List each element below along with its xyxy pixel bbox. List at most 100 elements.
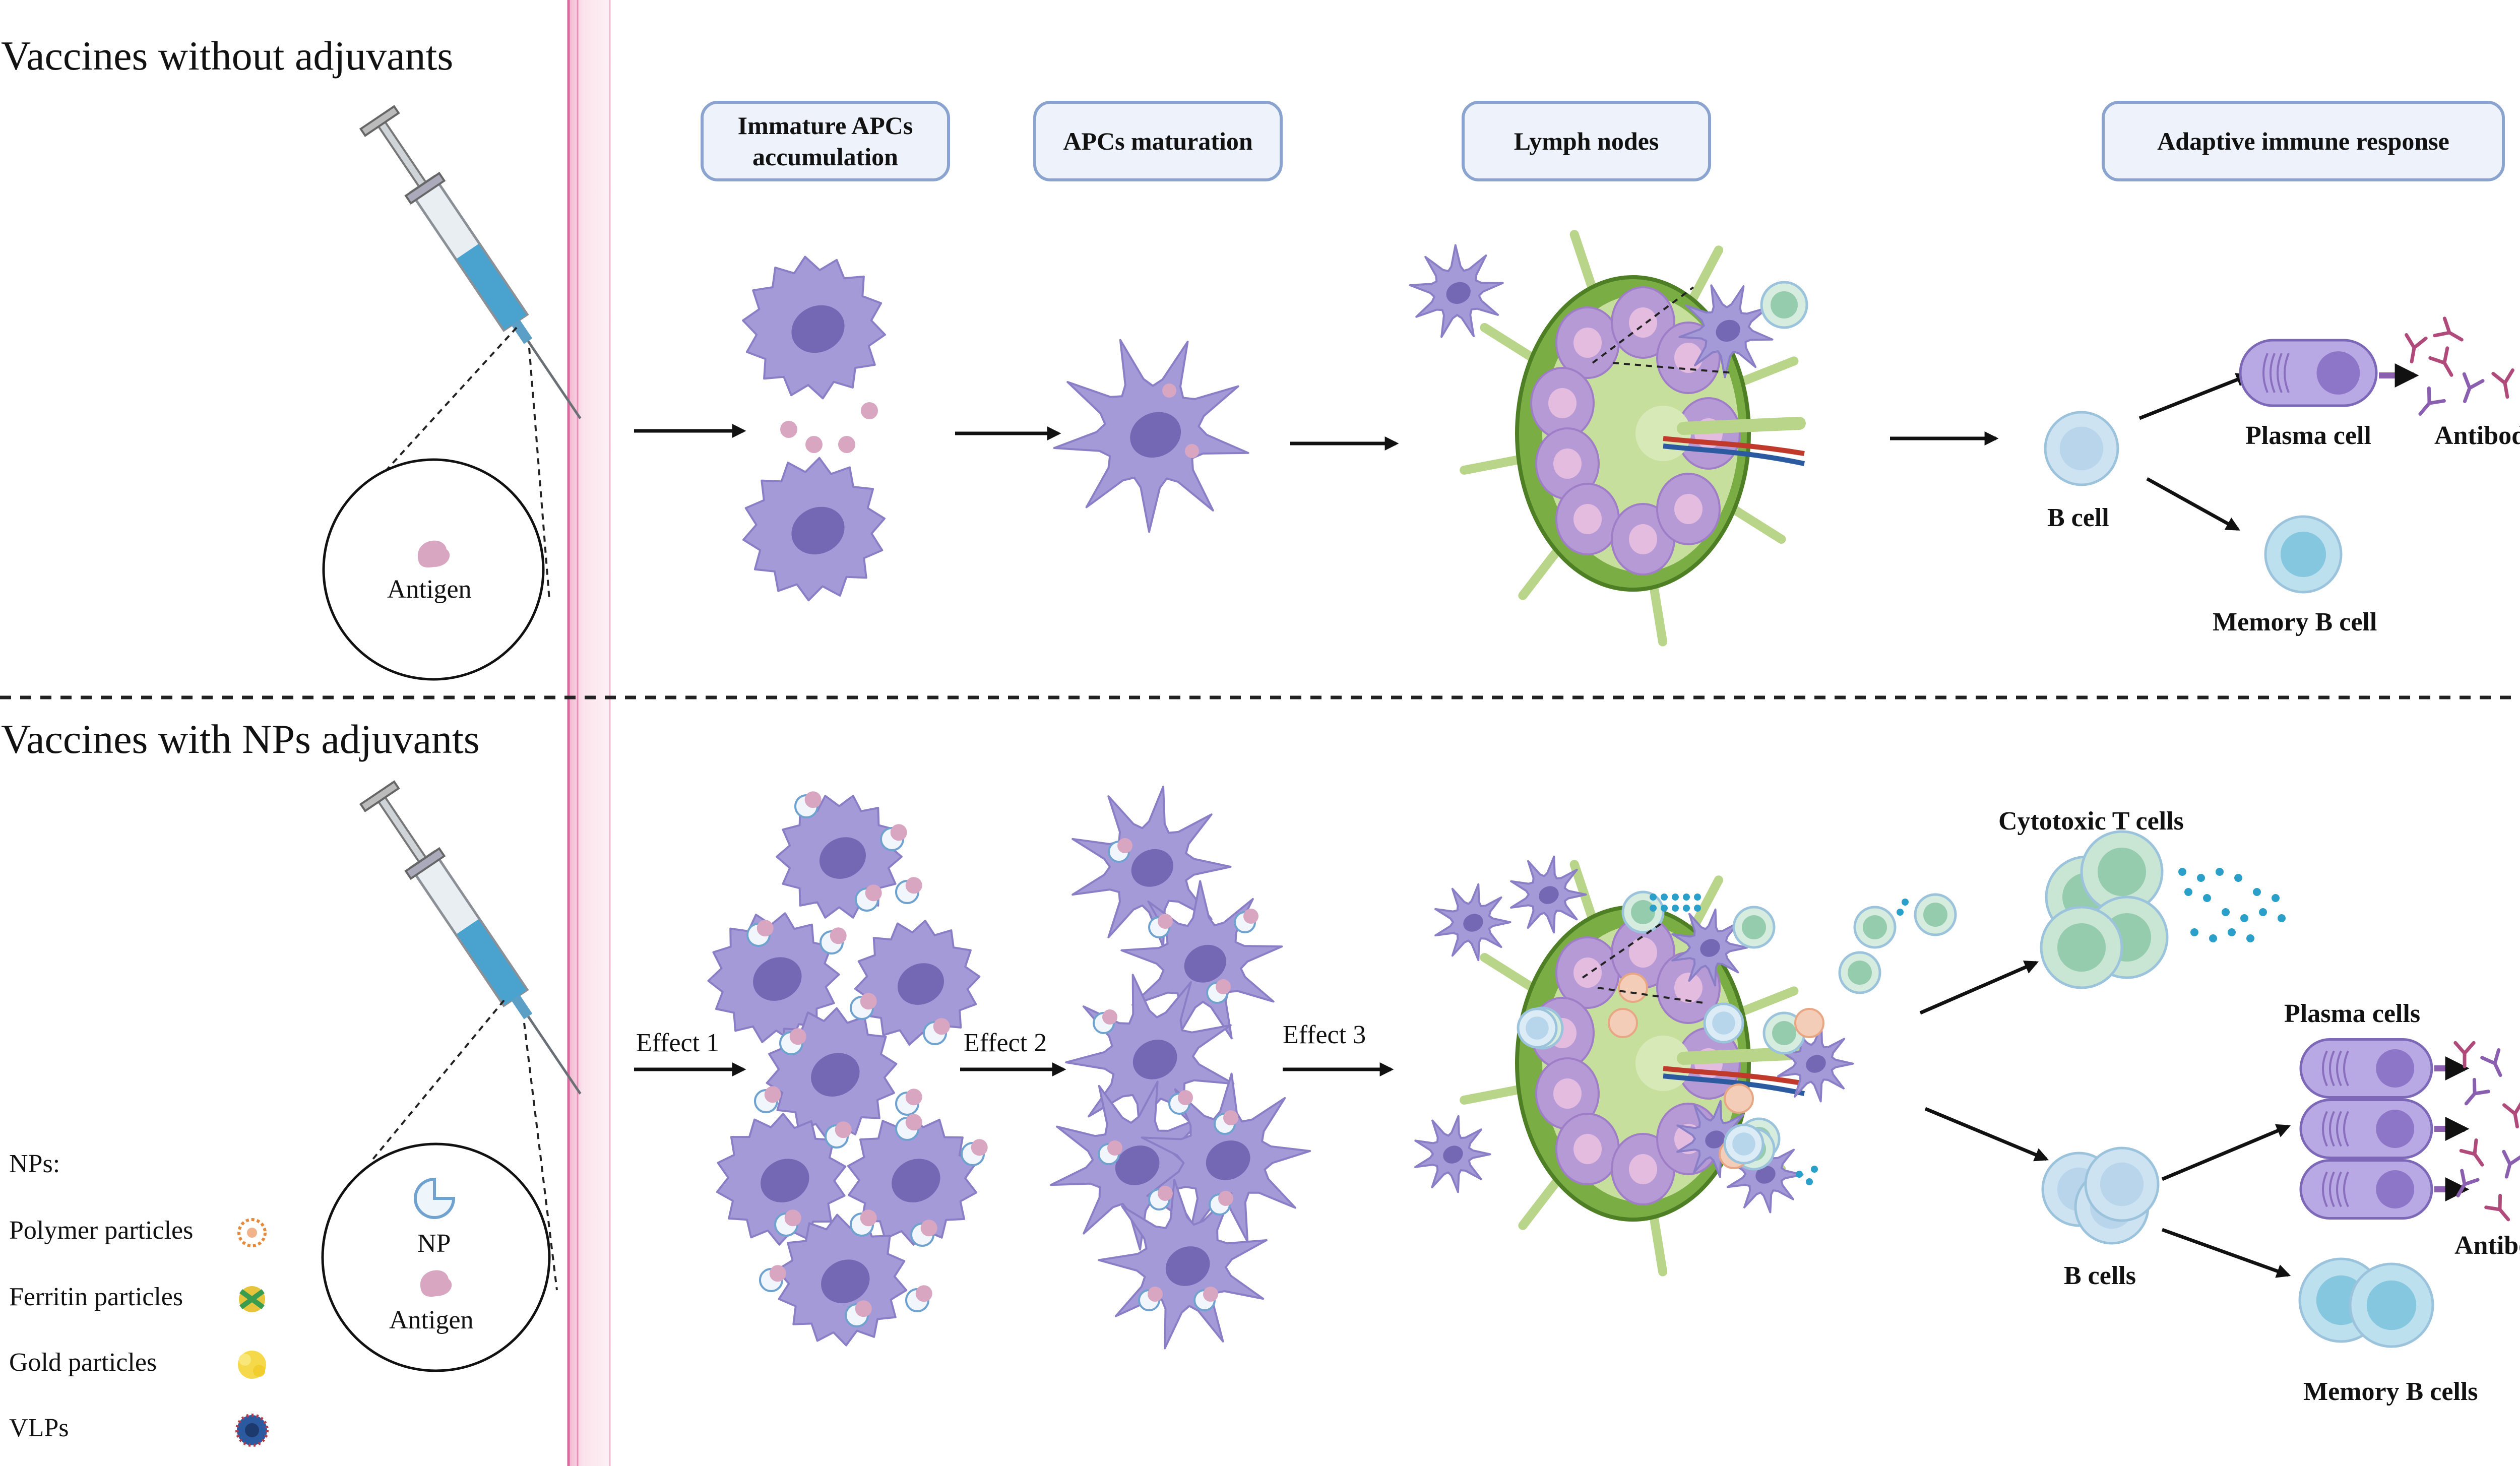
cytokine-dot [2190,928,2198,936]
cytokine-dot [1796,1171,1803,1178]
label-antibodies: Antibodies [2454,1231,2520,1260]
label-cytotoxic-t-cells: Cytotoxic T cells [1998,807,2184,836]
np-particle [759,1265,786,1292]
zoom-circle-bottom [321,1142,551,1372]
stage-box-line: accumulation [752,143,898,171]
stage-box-line: Lymph nodes [1514,127,1659,155]
antibody-icon [2418,386,2446,416]
np-legend-heading: NPs: [9,1150,60,1178]
helper-t-cell [1794,1008,1824,1038]
cytokine-dot [1811,1166,1818,1173]
cytokine-dot [2246,934,2254,942]
pink-divider-band [567,0,611,1466]
b-cell [1723,1123,1765,1165]
cytokine-dot [2278,914,2286,922]
stage-box-lymph-nodes: Lymph nodes [1462,101,1711,181]
np-particle [850,993,877,1020]
flow-arrow [2138,373,2251,420]
apc-cell [854,920,981,1046]
cytokine-dot [1650,894,1657,901]
apc-cell [1777,1024,1854,1103]
zoom-label-antigen: Antigen [389,1306,474,1334]
apc-cell [1678,284,1774,378]
cytokine-dot [2222,908,2230,916]
apc-cell [776,1214,908,1347]
t-cell [1853,906,1897,949]
memory-b-cell [2349,1262,2434,1348]
np-particle [754,1086,781,1113]
label-memory-b-cells: Memory B cells [2303,1377,2478,1406]
np-particle [1138,1287,1163,1311]
cytokine-dot [2253,888,2261,896]
antibody-icon [2453,1041,2476,1068]
apc-cell [1726,1135,1804,1214]
plasma-cell [2299,1099,2433,1159]
label-antibodies: Antibodies [2434,421,2520,450]
antibody-icon [2428,346,2453,377]
plasma-cell [2299,1038,2433,1099]
label-effect-1: Effect 1 [636,1029,720,1057]
section-title-bottom: Vaccines with NPs adjuvants [1,716,480,762]
antibody-icon [2484,1193,2510,1222]
np-particle [910,1220,937,1247]
t-cell [1621,890,1665,934]
antigen-dot [1162,384,1176,398]
antigen-icon [417,540,450,568]
stage-box-apcs-maturation: APCs maturation [1033,101,1283,181]
np-particle [961,1139,988,1166]
cytokine-dot [2178,868,2186,876]
memory-b-cell [2264,515,2343,594]
cytokine-dot [1661,905,1668,912]
b-cell [2044,411,2119,486]
cytokine-dot [2184,888,2192,896]
zoom-circle-top [322,458,545,681]
cytokine-dot [2259,908,2267,916]
zoom-label-np: NP [417,1229,451,1258]
cytokine-dot [1694,905,1701,912]
np-particle [895,1114,922,1141]
np-icon [414,1177,456,1219]
t-cell [1732,906,1776,949]
stage-box-line: APCs maturation [1063,127,1253,155]
plasma-cell [2299,1159,2433,1220]
vlp-icon [235,1414,269,1447]
antigen-dot [805,436,823,453]
np-legend-item: Gold particles [9,1348,157,1377]
cytokine-dot [1661,894,1668,901]
cytokine-dot [1650,905,1657,912]
cytokine-dot [1672,905,1679,912]
apc-cell [742,457,886,602]
apc-cell [847,1113,978,1246]
apc-cell [1510,855,1587,934]
flow-arrow [2146,477,2240,531]
np-particle [774,1209,801,1237]
label-b-cells: B cells [2064,1261,2136,1290]
cytokine-dot [1683,894,1690,901]
apc-cell [776,795,903,919]
gold-particle-icon [238,1351,266,1379]
cytokine-dot [1694,894,1701,901]
np-particle [794,791,822,818]
zoom-label-antigen: Antigen [387,575,472,604]
antigen-dot [780,421,797,438]
flow-arrow [2161,1228,2291,1278]
label-memory-b-cell: Memory B cell [2213,608,2377,636]
np-particle [1148,1186,1173,1210]
cytokine-dot [1683,905,1690,912]
np-particle [880,824,907,851]
np-particle [923,1018,950,1045]
cytokine-dot [2216,868,2224,876]
antigen-dot [838,436,855,453]
b-cell [2084,1146,2160,1222]
label-b-cell: B cell [2047,503,2109,532]
t-cell [1760,281,1808,329]
section-title-top: Vaccines without adjuvants [1,33,454,79]
lymph-node-icon [1460,230,1806,647]
np-particle [1193,1287,1218,1311]
cytokine-dot [1902,899,1909,906]
np-particle [1148,914,1173,938]
np-particle [845,1300,872,1327]
b-cell [1517,1007,1558,1049]
antibody-icon [2459,1138,2484,1167]
